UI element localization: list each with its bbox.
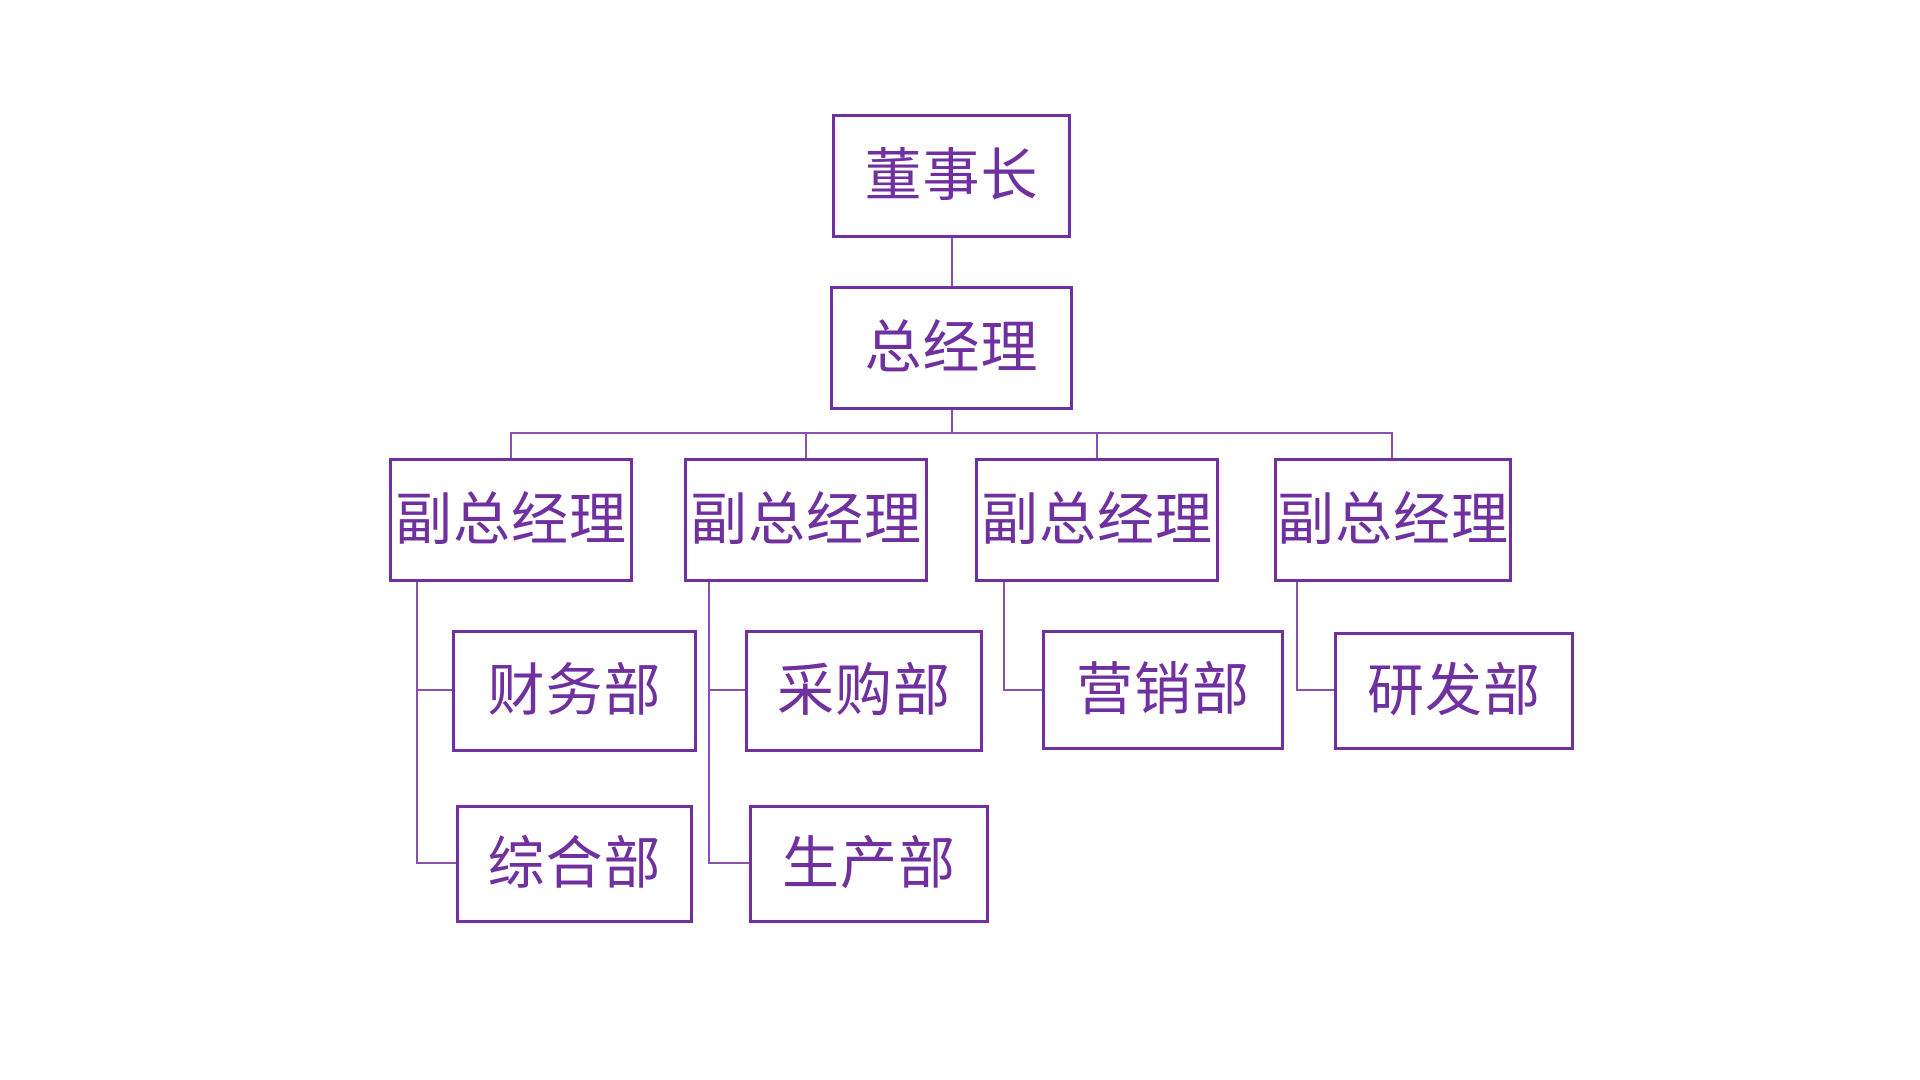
connector-elbow-deputy-1 [416,582,418,864]
node-general-manager: 总经理 [830,286,1073,410]
connector-drop-deputy-4 [1391,432,1393,458]
node-deputy-gm-2: 副总经理 [684,458,928,582]
node-production-dept: 生产部 [749,805,989,923]
node-finance-dept: 财务部 [452,630,697,752]
connector-horizontal-bar [510,432,1393,434]
connector-stub-general-affairs [416,862,456,864]
node-purchasing-dept: 采购部 [745,630,983,752]
node-marketing-dept: 营销部 [1042,630,1284,750]
connector-stub-purchasing [708,689,745,691]
node-rnd-dept: 研发部 [1334,632,1574,750]
connector-chairman-gm [951,238,953,286]
connector-stub-production [708,862,749,864]
connector-drop-deputy-1 [510,432,512,458]
connector-stub-rnd [1296,689,1334,691]
connector-elbow-deputy-3 [1003,582,1005,691]
connector-gm-drop [951,410,953,434]
node-chairman: 董事长 [832,114,1071,238]
node-deputy-gm-3: 副总经理 [975,458,1219,582]
connector-stub-finance [416,689,452,691]
connector-elbow-deputy-2 [708,582,710,864]
connector-stub-marketing [1003,689,1042,691]
connector-drop-deputy-3 [1096,432,1098,458]
node-deputy-gm-4: 副总经理 [1274,458,1512,582]
connector-drop-deputy-2 [805,432,807,458]
node-deputy-gm-1: 副总经理 [389,458,633,582]
node-general-affairs-dept: 综合部 [456,805,693,923]
connector-elbow-deputy-4 [1296,582,1298,691]
